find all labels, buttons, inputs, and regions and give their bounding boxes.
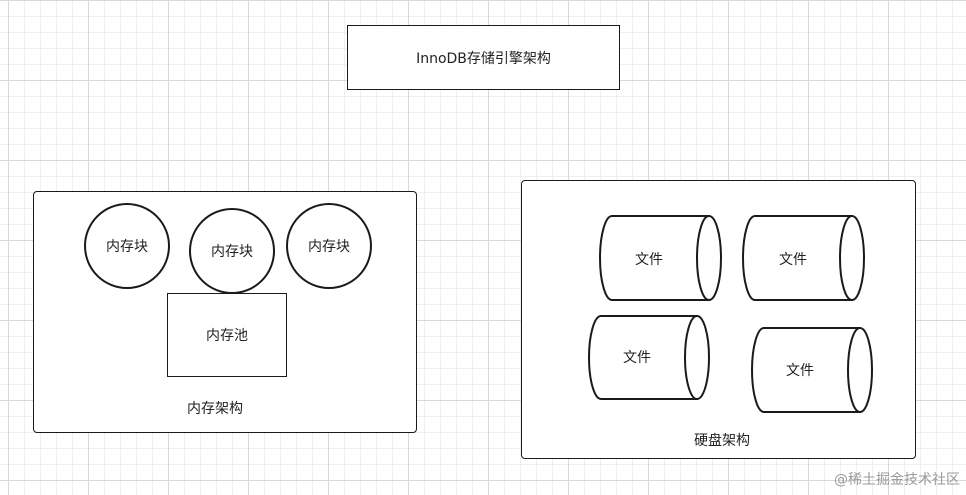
memory-pool-label: 内存池 — [206, 328, 248, 344]
memory-block-label: 内存块 — [211, 244, 253, 260]
disk-architecture-label: 硬盘架构 — [694, 433, 750, 449]
memory-block: 内存块 — [189, 208, 275, 294]
memory-block-label: 内存块 — [308, 239, 350, 255]
watermark: @稀土掘金技术社区 — [834, 472, 960, 488]
memory-block: 内存块 — [84, 203, 170, 289]
file-cylinder: 文件 — [599, 215, 722, 301]
memory-architecture-label: 内存架构 — [187, 401, 243, 417]
file-cylinder: 文件 — [588, 315, 710, 400]
file-cylinder: 文件 — [742, 215, 865, 301]
file-label: 文件 — [635, 252, 663, 268]
diagram-title: InnoDB存储引擎架构 — [416, 50, 551, 67]
file-label: 文件 — [786, 363, 814, 379]
file-label: 文件 — [779, 252, 807, 268]
title-box: InnoDB存储引擎架构 — [347, 25, 620, 90]
file-label: 文件 — [623, 350, 651, 366]
memory-block: 内存块 — [286, 203, 372, 289]
memory-block-label: 内存块 — [106, 239, 148, 255]
memory-pool: 内存池 — [167, 293, 287, 377]
file-cylinder: 文件 — [751, 327, 873, 413]
